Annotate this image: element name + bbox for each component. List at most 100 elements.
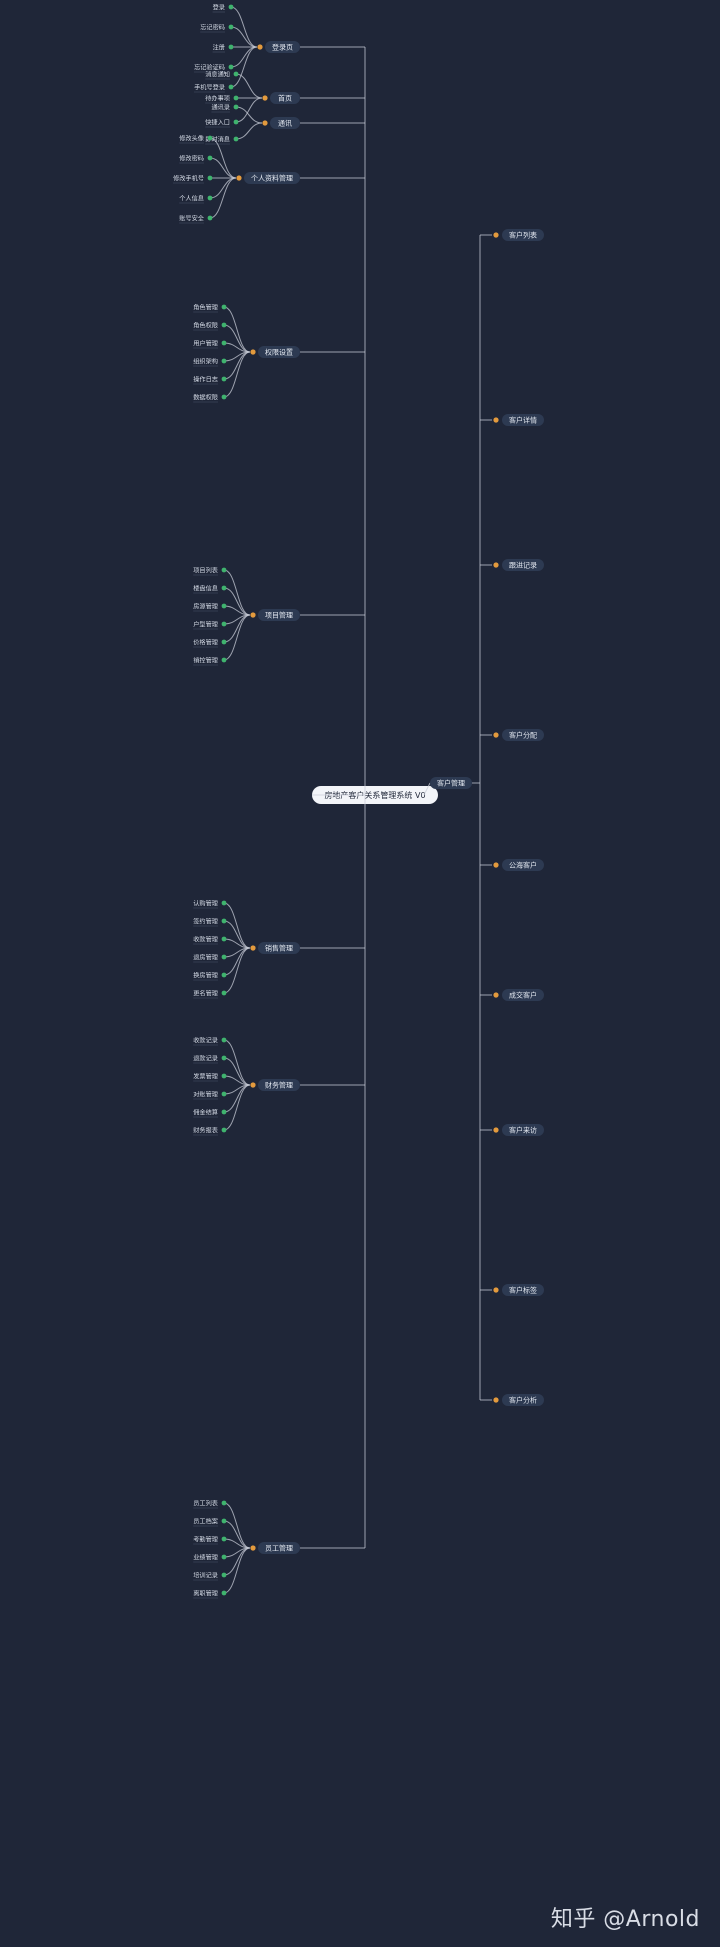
leaf-8-3[interactable]: 业绩管理 bbox=[193, 1553, 227, 1563]
leaf-8-0-dot-icon bbox=[221, 1500, 227, 1506]
leaf-7-0-label: 收款记录 bbox=[193, 1036, 218, 1044]
leaf-5-1[interactable]: 楼盘信息 bbox=[193, 584, 227, 594]
leaf-link-5-0 bbox=[223, 569, 251, 616]
leaf-4-3[interactable]: 组织架构 bbox=[193, 357, 227, 367]
leaf-0-0-dot-icon bbox=[228, 4, 234, 10]
leaf-6-4-dot-icon bbox=[221, 972, 227, 978]
branch-4[interactable]: 权限设置 bbox=[258, 346, 300, 358]
leaf-5-2[interactable]: 房源管理 bbox=[193, 602, 227, 612]
leaf-5-1-dot-icon bbox=[221, 585, 227, 591]
leaf-4-2[interactable]: 用户管理 bbox=[193, 339, 227, 349]
leaf-5-4-dot-icon bbox=[221, 639, 227, 645]
leaf-6-4[interactable]: 换房管理 bbox=[193, 971, 227, 981]
right-child-0-box bbox=[502, 229, 544, 241]
leaf-0-1-label: 忘记密码 bbox=[200, 23, 225, 31]
leaf-3-1[interactable]: 修改密码 bbox=[179, 154, 213, 164]
branch-3-label: 个人资料管理 bbox=[251, 174, 293, 183]
leaf-7-3[interactable]: 对账管理 bbox=[193, 1090, 227, 1100]
branch-6-dot-icon bbox=[250, 945, 256, 951]
branch-7[interactable]: 财务管理 bbox=[258, 1079, 300, 1091]
leaf-3-2[interactable]: 修改手机号 bbox=[173, 174, 213, 184]
leaf-4-0[interactable]: 角色管理 bbox=[193, 303, 227, 313]
right-child-6[interactable]: 客户来访 bbox=[502, 1124, 544, 1136]
leaf-1-0-label: 消息通知 bbox=[205, 70, 230, 78]
leaf-6-2[interactable]: 收款管理 bbox=[193, 935, 227, 945]
leaf-7-4[interactable]: 佣金结算 bbox=[193, 1108, 227, 1118]
leaf-0-4-label: 手机号登录 bbox=[194, 83, 225, 91]
leaf-0-4[interactable]: 手机号登录 bbox=[194, 83, 234, 93]
leaf-0-0[interactable]: 登录 bbox=[212, 3, 234, 13]
right-child-8[interactable]: 客户分析 bbox=[502, 1394, 544, 1406]
leaf-6-5[interactable]: 更名管理 bbox=[193, 989, 227, 999]
leaf-0-1[interactable]: 忘记密码 bbox=[200, 23, 234, 33]
right-child-1[interactable]: 客户详情 bbox=[502, 414, 544, 426]
leaf-2-1-dot-icon bbox=[233, 136, 239, 142]
leaf-6-0[interactable]: 认购管理 bbox=[193, 899, 227, 909]
leaf-3-3[interactable]: 个人信息 bbox=[179, 194, 213, 204]
leaf-7-1[interactable]: 退款记录 bbox=[193, 1054, 227, 1064]
leaf-5-3[interactable]: 户型管理 bbox=[193, 620, 227, 630]
branch-6[interactable]: 销售管理 bbox=[258, 942, 300, 954]
leaf-link-6-0 bbox=[223, 902, 251, 949]
leaf-3-0-label: 修改头像 bbox=[179, 134, 204, 142]
leaf-3-4[interactable]: 账号安全 bbox=[179, 214, 213, 224]
right-child-0[interactable]: 客户列表 bbox=[502, 229, 544, 241]
branch-7-label: 财务管理 bbox=[265, 1081, 293, 1090]
leaf-7-5[interactable]: 财务报表 bbox=[193, 1126, 227, 1136]
leaf-3-0[interactable]: 修改头像 bbox=[179, 134, 213, 144]
leaf-3-2-label: 修改手机号 bbox=[173, 174, 204, 182]
leaf-2-0[interactable]: 通讯录 bbox=[211, 103, 239, 113]
leaf-0-3[interactable]: 忘记验证码 bbox=[194, 63, 234, 73]
right-child-2[interactable]: 跟进记录 bbox=[502, 559, 544, 571]
branch-7-box bbox=[258, 1079, 300, 1091]
leaf-5-5[interactable]: 销控管理 bbox=[193, 656, 227, 666]
branch-3[interactable]: 个人资料管理 bbox=[244, 172, 300, 184]
leaf-8-2[interactable]: 考勤管理 bbox=[193, 1535, 227, 1545]
branch-1-box bbox=[270, 92, 300, 104]
branch-5-label: 项目管理 bbox=[265, 611, 293, 620]
right-child-3[interactable]: 客户分配 bbox=[502, 729, 544, 741]
leaf-link-8-0 bbox=[223, 1502, 251, 1549]
leaf-link-7-1 bbox=[223, 1057, 251, 1086]
leaf-6-2-label: 收款管理 bbox=[193, 935, 218, 943]
leaf-0-3-label: 忘记验证码 bbox=[194, 63, 225, 71]
leaf-5-2-label: 房源管理 bbox=[193, 602, 218, 610]
leaf-5-4[interactable]: 价格管理 bbox=[193, 638, 227, 648]
leaf-1-0[interactable]: 消息通知 bbox=[205, 70, 239, 80]
leaf-0-3-dot-icon bbox=[228, 64, 234, 70]
center-to-right bbox=[423, 782, 431, 796]
branch-5[interactable]: 项目管理 bbox=[258, 609, 300, 621]
leaf-8-5[interactable]: 离职管理 bbox=[193, 1589, 227, 1599]
branch-4-box bbox=[258, 346, 300, 358]
leaf-4-4[interactable]: 操作日志 bbox=[193, 375, 227, 385]
branch-1[interactable]: 首页 bbox=[270, 92, 300, 104]
leaf-8-4[interactable]: 培训记录 bbox=[193, 1571, 227, 1581]
leaf-6-3[interactable]: 退房管理 bbox=[193, 953, 227, 963]
right-child-4[interactable]: 公海客户 bbox=[502, 859, 544, 871]
leaf-6-1[interactable]: 签约管理 bbox=[193, 917, 227, 927]
leaf-7-0[interactable]: 收款记录 bbox=[193, 1036, 227, 1046]
leaf-1-1[interactable]: 待办事项 bbox=[205, 94, 239, 104]
right-child-7[interactable]: 客户标签 bbox=[502, 1284, 544, 1296]
branch-2[interactable]: 通讯 bbox=[270, 117, 300, 129]
central-topic[interactable]: 房地产客户关系管理系统 V0 bbox=[312, 786, 438, 804]
leaf-7-4-dot-icon bbox=[221, 1109, 227, 1115]
leaf-4-5[interactable]: 数据权限 bbox=[193, 393, 227, 403]
leaf-7-3-label: 对账管理 bbox=[193, 1090, 218, 1098]
leaf-0-1-dot-icon bbox=[228, 24, 234, 30]
branch-0[interactable]: 登录页 bbox=[265, 41, 300, 53]
right-child-5[interactable]: 成交客户 bbox=[502, 989, 544, 1001]
leaf-8-1[interactable]: 员工档案 bbox=[193, 1517, 227, 1527]
leaf-0-2[interactable]: 注册 bbox=[212, 43, 234, 53]
leaf-1-2[interactable]: 快捷入口 bbox=[205, 118, 239, 128]
leaf-4-1[interactable]: 角色权限 bbox=[193, 321, 227, 331]
leaf-1-2-dot-icon bbox=[233, 119, 239, 125]
branch-8[interactable]: 员工管理 bbox=[258, 1542, 300, 1554]
right-child-2-label: 跟进记录 bbox=[509, 562, 537, 570]
leaf-8-0[interactable]: 员工列表 bbox=[193, 1499, 227, 1509]
right-branch[interactable]: 客户管理 bbox=[430, 777, 472, 789]
leaf-link-5-1 bbox=[223, 587, 251, 616]
leaf-5-0[interactable]: 项目列表 bbox=[193, 566, 227, 576]
branch-7-dot-icon bbox=[250, 1082, 256, 1088]
leaf-7-2[interactable]: 发票管理 bbox=[193, 1072, 227, 1082]
